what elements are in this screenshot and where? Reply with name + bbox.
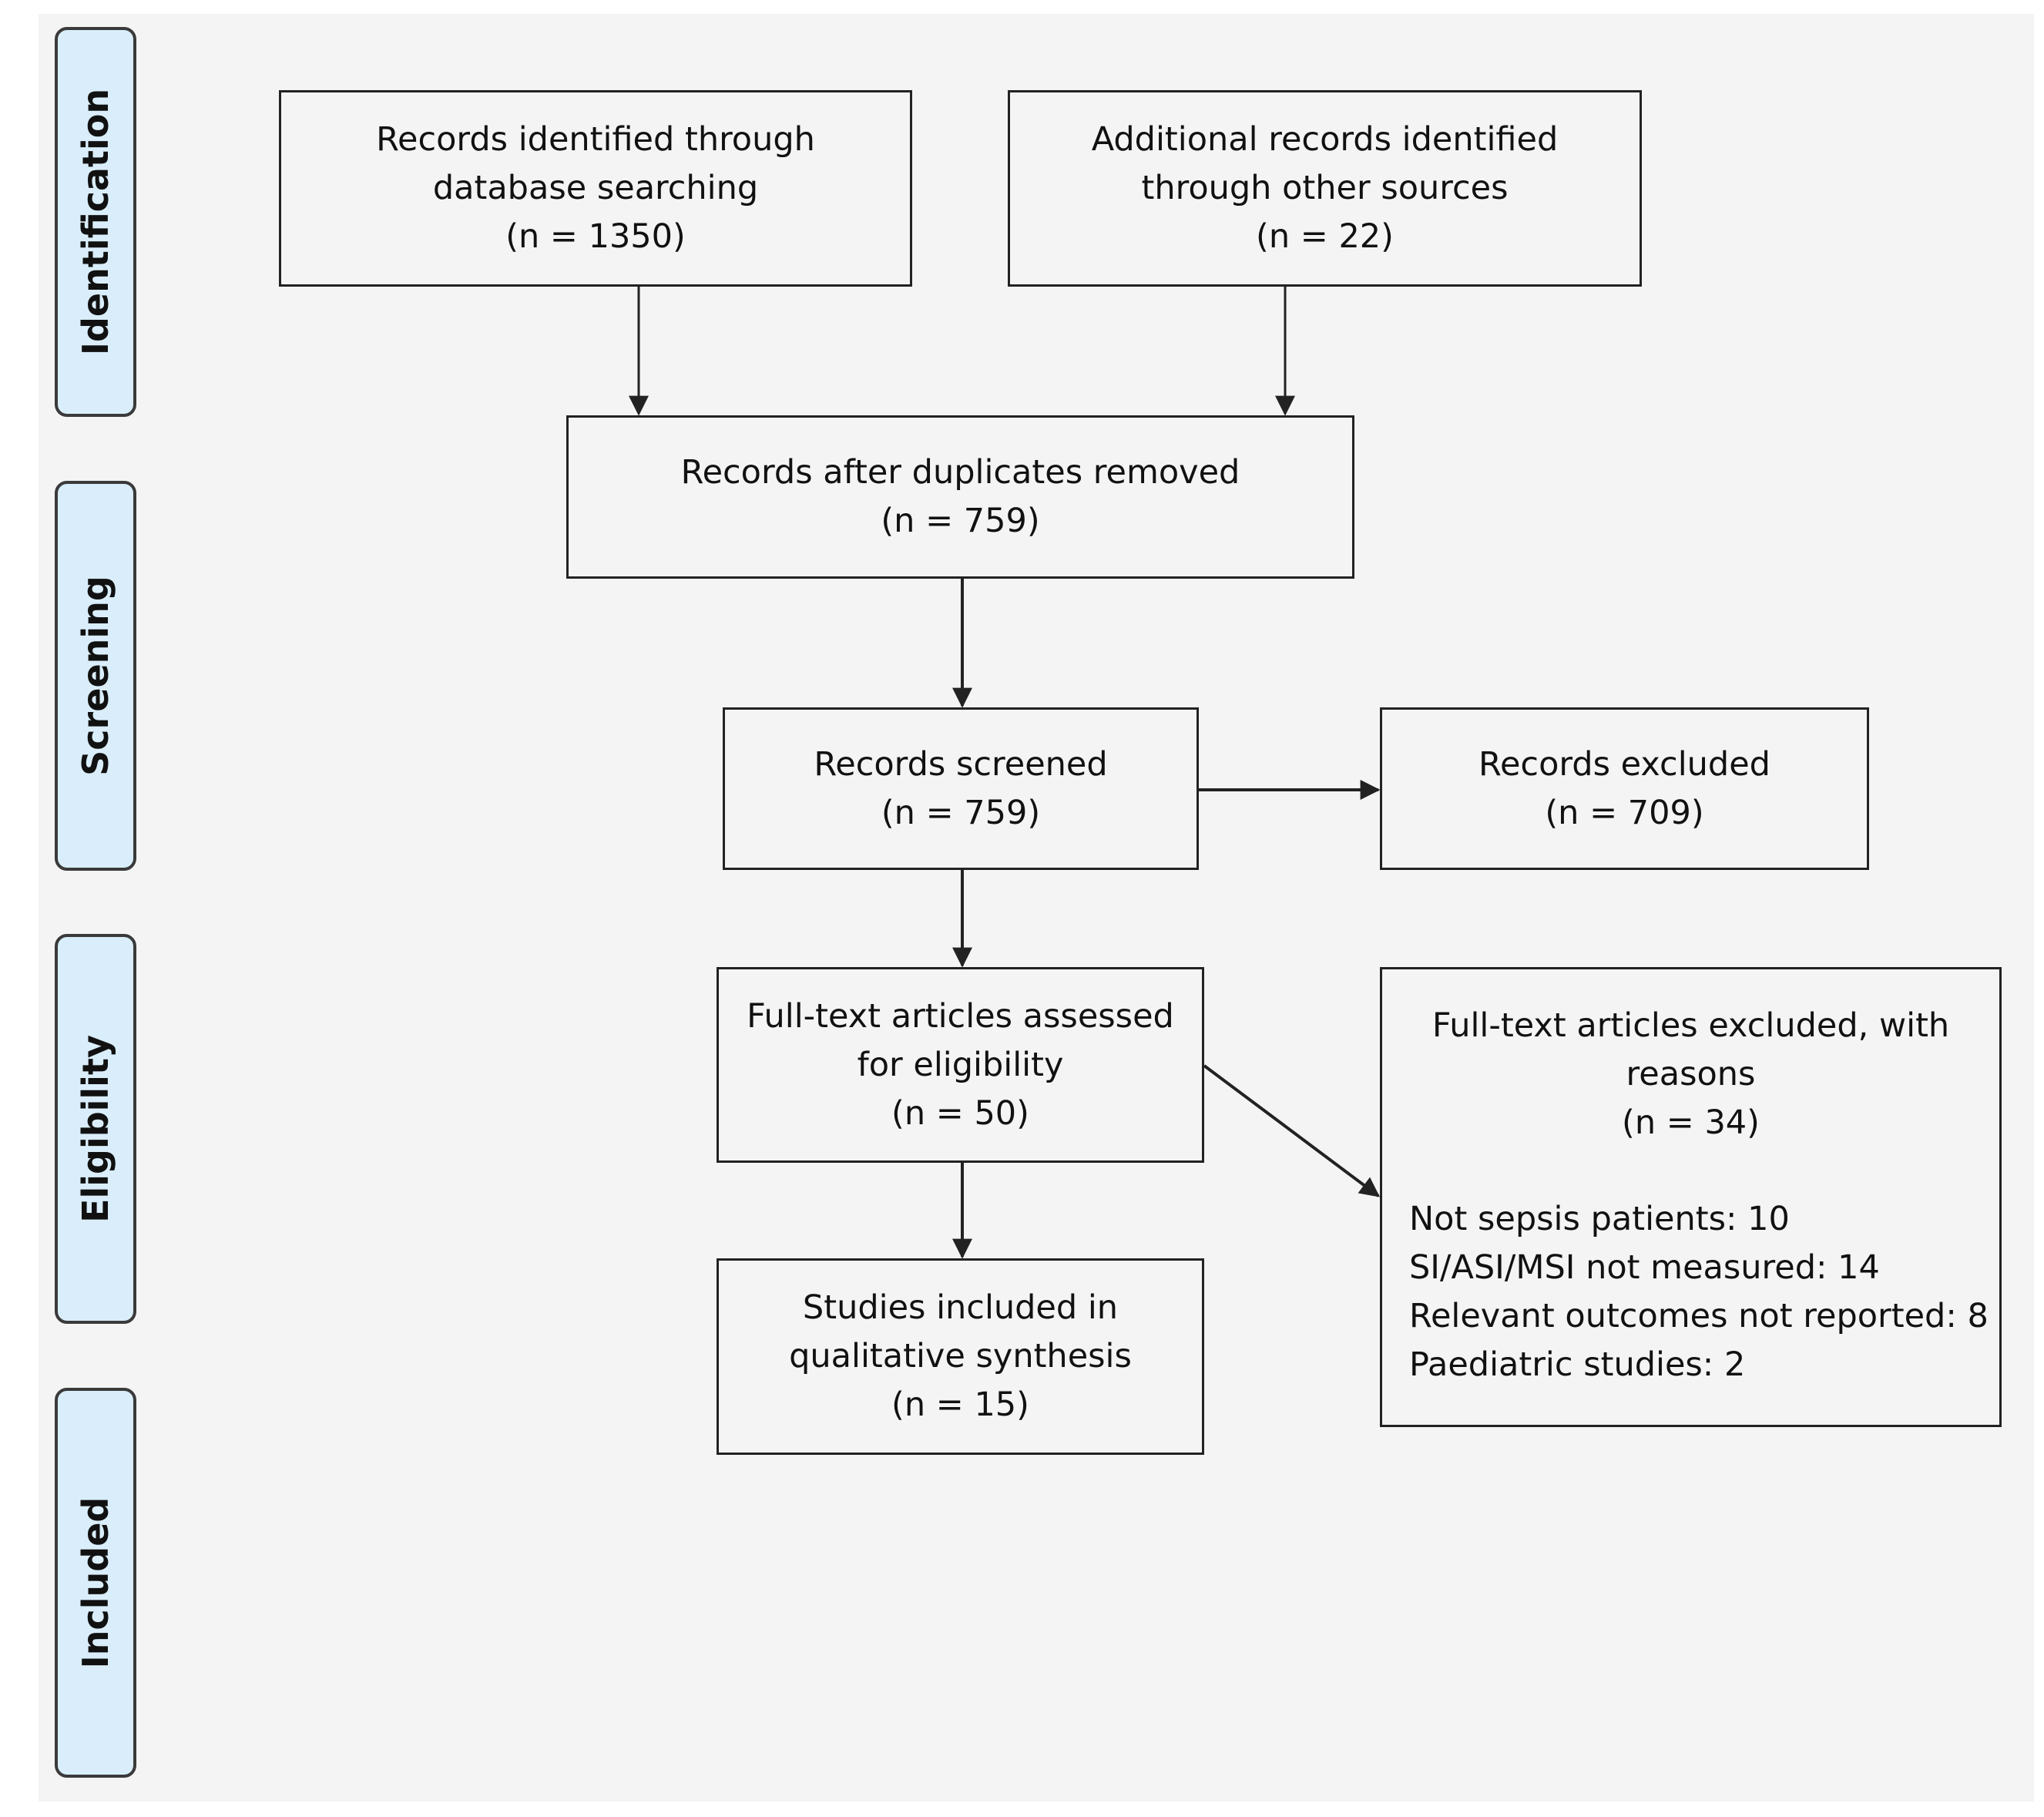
box-after-duplicates: Records after duplicates removed (n = 75…: [566, 415, 1354, 579]
box-other-records: Additional records identified through ot…: [1008, 90, 1642, 287]
box-after-duplicates-line1: Records after duplicates removed: [680, 453, 1240, 492]
box-fulltext-assessed-line1: Full-text articles assessed: [747, 996, 1174, 1036]
box-fulltext-excluded-count: (n = 34): [1622, 1103, 1760, 1142]
box-fulltext-excluded: Full-text articles excluded, with reason…: [1380, 967, 2002, 1427]
box-fulltext-excluded-header: Full-text articles excluded, with reason…: [1382, 1002, 1999, 1147]
box-other-records-count: (n = 22): [1256, 217, 1394, 256]
box-database-records-line1: Records identified through: [376, 120, 815, 159]
box-database-records-line2: database searching: [432, 169, 759, 207]
box-records-excluded-count: (n = 709): [1545, 793, 1704, 832]
box-included-studies-line1: Studies included in: [802, 1288, 1119, 1327]
box-records-excluded: Records excluded (n = 709): [1380, 707, 1869, 870]
exclusion-reason: Paediatric studies: 2: [1409, 1345, 1746, 1384]
box-included-studies-line2: qualitative synthesis: [789, 1337, 1132, 1375]
phase-included: Included: [55, 1388, 136, 1778]
box-records-screened: Records screened (n = 759): [723, 707, 1199, 870]
exclusion-reason: Relevant outcomes not reported: 8: [1409, 1297, 1989, 1335]
phase-screening: Screening: [55, 481, 136, 871]
box-fulltext-assessed: Full-text articles assessed for eligibil…: [717, 967, 1204, 1163]
box-records-screened-count: (n = 759): [881, 793, 1041, 832]
exclusion-reasons-list: Not sepsis patients: 10 SI/ASI/MSI not m…: [1382, 1195, 1999, 1389]
box-fulltext-excluded-line2: reasons: [1626, 1055, 1756, 1093]
prisma-diagram-canvas: [39, 14, 2034, 1802]
arrow-fulltext-to-excluded: [1203, 1064, 1381, 1197]
box-fulltext-excluded-line1: Full-text articles excluded, with: [1431, 1006, 1950, 1045]
box-database-records: Records identified through database sear…: [279, 90, 912, 287]
box-other-records-line1: Additional records identified: [1091, 120, 1559, 159]
box-included-studies-count: (n = 15): [891, 1385, 1029, 1424]
box-after-duplicates-count: (n = 759): [881, 502, 1040, 540]
box-fulltext-assessed-count: (n = 50): [891, 1093, 1029, 1133]
box-records-excluded-line1: Records excluded: [1478, 744, 1770, 784]
box-records-screened-line1: Records screened: [814, 744, 1108, 784]
box-fulltext-assessed-line2: for eligibility: [857, 1045, 1064, 1084]
box-database-records-count: (n = 1350): [505, 217, 686, 256]
phase-eligibility: Eligibility: [55, 934, 136, 1324]
box-included-studies: Studies included in qualitative synthesi…: [717, 1258, 1204, 1455]
exclusion-reason: Not sepsis patients: 10: [1409, 1200, 1790, 1238]
exclusion-reason: SI/ASI/MSI not measured: 14: [1409, 1248, 1880, 1287]
phase-identification: Identification: [55, 27, 136, 417]
box-other-records-line2: through other sources: [1141, 169, 1509, 207]
